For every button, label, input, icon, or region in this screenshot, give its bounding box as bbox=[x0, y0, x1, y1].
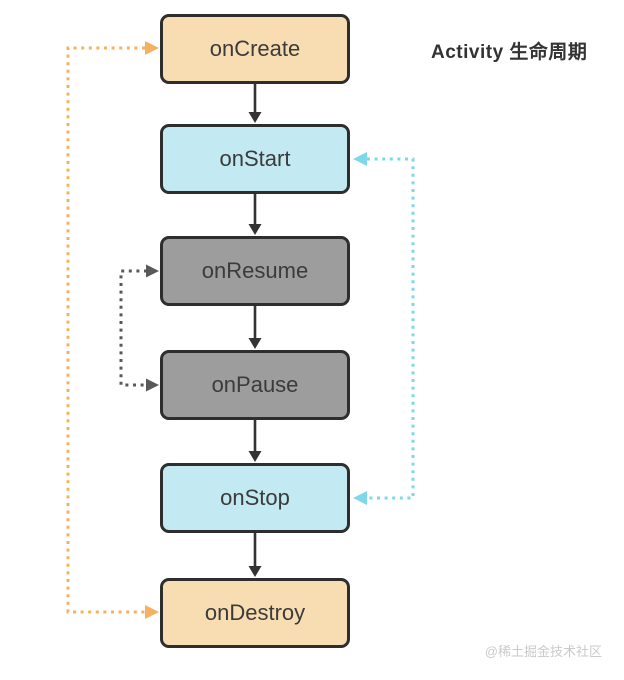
arrow-right-icon bbox=[145, 605, 159, 619]
node-onresume: onResume bbox=[160, 236, 350, 306]
node-ondestroy: onDestroy bbox=[160, 578, 350, 648]
edge-onresume-to-onpause bbox=[248, 306, 262, 349]
arrow-down-icon bbox=[248, 224, 262, 235]
node-label: onResume bbox=[201, 258, 309, 283]
arrow-down-icon bbox=[248, 566, 262, 577]
edge-dotted-onpause-onresume bbox=[119, 264, 159, 392]
node-onpause: onPause bbox=[160, 350, 350, 420]
edge-oncreate-to-onstart bbox=[248, 84, 262, 123]
node-label: onPause bbox=[211, 372, 299, 397]
arrow-right-icon bbox=[145, 41, 159, 55]
arrow-down-icon bbox=[248, 338, 262, 349]
node-label: onCreate bbox=[209, 36, 301, 61]
node-onstop: onStop bbox=[160, 463, 350, 533]
edge-onpause-to-onstop bbox=[248, 420, 262, 462]
node-label: onStart bbox=[219, 146, 291, 171]
arrow-down-icon bbox=[248, 451, 262, 462]
diagram-title: Activity 生命周期 bbox=[431, 42, 588, 63]
arrow-left-icon bbox=[353, 152, 367, 166]
node-label: onDestroy bbox=[204, 600, 306, 625]
arrow-left-icon bbox=[353, 491, 367, 505]
edge-dotted-ondestroy-oncreate bbox=[66, 41, 159, 619]
arrow-right-icon bbox=[146, 264, 159, 278]
arrow-right-icon bbox=[146, 378, 159, 392]
node-oncreate: onCreate bbox=[160, 14, 350, 84]
arrow-down-icon bbox=[248, 112, 262, 123]
node-onstart: onStart bbox=[160, 124, 350, 194]
watermark: @稀土掘金技术社区 bbox=[484, 644, 602, 659]
edge-onstart-to-onresume bbox=[248, 194, 262, 235]
edge-dotted-onstop-onstart bbox=[353, 152, 415, 505]
node-label: onStop bbox=[220, 485, 290, 510]
edge-onstop-to-ondestroy bbox=[248, 533, 262, 577]
